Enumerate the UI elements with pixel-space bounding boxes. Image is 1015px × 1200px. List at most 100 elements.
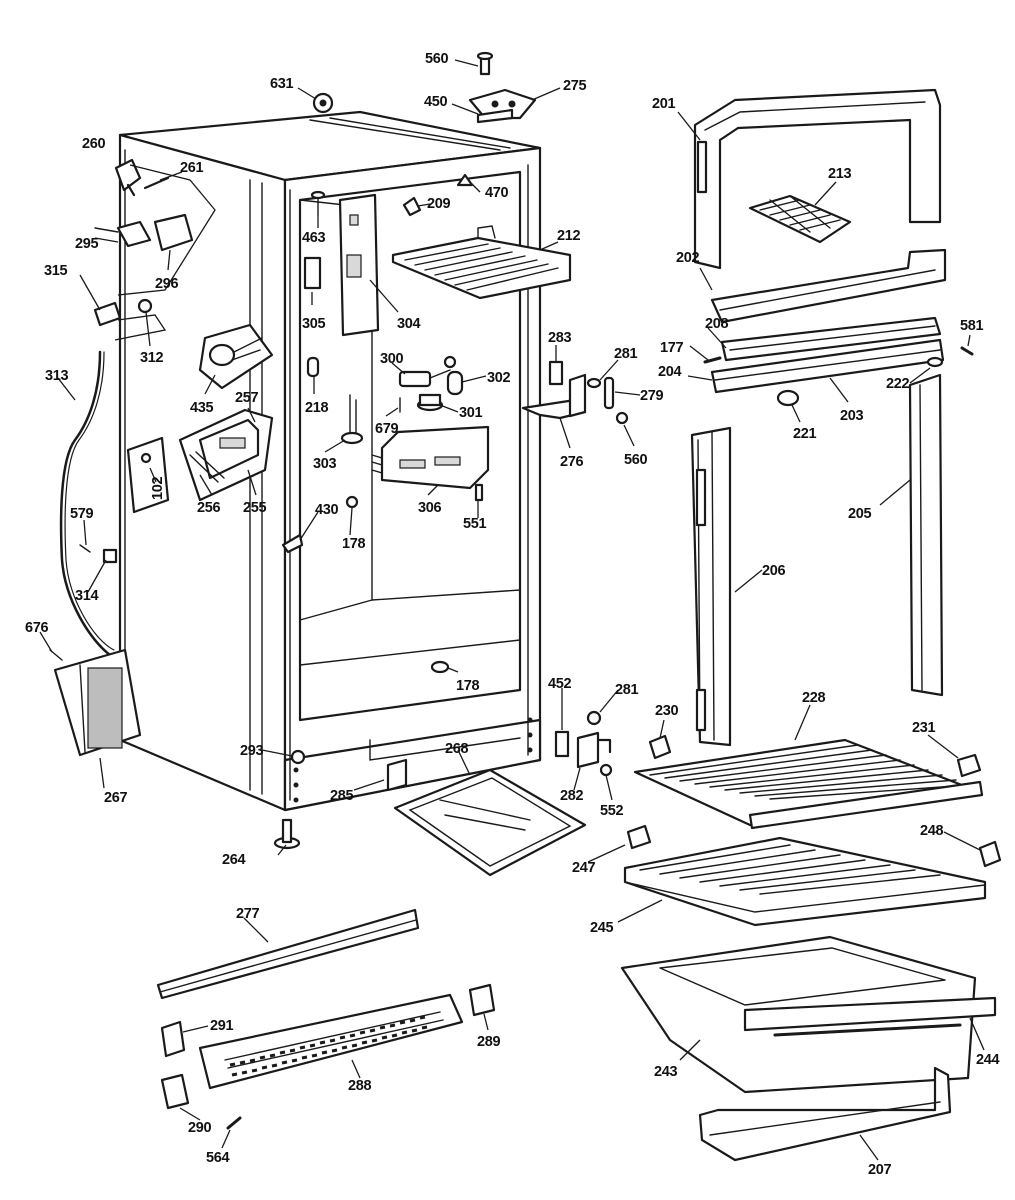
clip-291 — [160, 1020, 186, 1058]
wire-shelf — [633, 738, 984, 830]
label-564: 564 — [206, 1150, 230, 1166]
label-245: 245 — [590, 920, 614, 936]
label-551: 551 — [463, 516, 487, 532]
crisper-cover — [623, 836, 987, 927]
bracket-285 — [386, 758, 408, 792]
label-293: 293 — [240, 743, 264, 759]
washer-281b — [586, 710, 602, 726]
label-206: 206 — [762, 563, 786, 579]
shim-283 — [548, 360, 564, 386]
part-labels: 560 631 450 275 201 260 261 470 209 213 … — [25, 51, 1000, 1178]
label-256: 256 — [197, 500, 221, 516]
label-283: 283 — [548, 330, 572, 346]
washer-281a — [586, 377, 602, 389]
label-305: 305 — [302, 316, 326, 332]
label-450: 450 — [424, 94, 448, 110]
label-281b: 281 — [615, 682, 639, 698]
plug-631 — [312, 92, 334, 114]
cover-296 — [153, 213, 194, 252]
clip-289 — [468, 983, 496, 1017]
label-201: 201 — [652, 96, 676, 112]
screw-564 — [226, 1116, 242, 1130]
shim-452 — [554, 730, 570, 758]
label-581: 581 — [960, 318, 984, 334]
label-268: 268 — [445, 741, 469, 757]
label-243: 243 — [654, 1064, 678, 1080]
label-302: 302 — [487, 370, 511, 386]
screw-560a — [476, 51, 494, 76]
label-261: 261 — [180, 160, 204, 176]
grille-288 — [198, 993, 464, 1090]
shim-450 — [476, 108, 514, 124]
label-276: 276 — [560, 454, 584, 470]
label-314: 314 — [75, 588, 99, 604]
grille-slots — [229, 1015, 428, 1077]
crisper-drawer — [620, 935, 997, 1094]
door-shelf-202 — [710, 248, 947, 324]
leader-lines — [39, 59, 985, 1161]
knob — [416, 393, 444, 412]
label-177: 177 — [660, 340, 684, 356]
label-207: 207 — [868, 1162, 892, 1178]
hinge-282 — [576, 731, 612, 769]
label-291: 291 — [210, 1018, 234, 1034]
label-202: 202 — [676, 250, 700, 266]
clip-430 — [281, 533, 304, 554]
label-679: 679 — [375, 421, 399, 437]
control-plate — [338, 193, 380, 337]
label-303: 303 — [313, 456, 337, 472]
label-178b: 178 — [456, 678, 480, 694]
label-676: 676 — [25, 620, 49, 636]
label-282: 282 — [560, 788, 584, 804]
light-housing — [178, 408, 274, 502]
label-552: 552 — [600, 803, 624, 819]
label-247: 247 — [572, 860, 596, 876]
bracket-295 — [94, 220, 152, 248]
door-trim-208 — [720, 316, 942, 362]
control-housing — [371, 425, 490, 490]
label-257: 257 — [235, 390, 259, 406]
label-222: 222 — [886, 376, 910, 392]
label-313: 313 — [45, 368, 69, 384]
label-228: 228 — [802, 690, 826, 706]
thermostat — [398, 355, 457, 388]
hinge-pin-cap — [456, 173, 474, 187]
pin-279 — [603, 376, 615, 410]
sensor-tube — [340, 394, 364, 445]
plate-102 — [126, 436, 170, 514]
label-430: 430 — [315, 502, 339, 518]
label-213: 213 — [828, 166, 852, 182]
label-470: 470 — [485, 185, 509, 201]
label-218: 218 — [305, 400, 329, 416]
label-289: 289 — [477, 1034, 501, 1050]
label-300: 300 — [380, 351, 404, 367]
screw-551 — [474, 483, 484, 502]
shelf-support-247 — [626, 824, 652, 850]
rail-277 — [156, 908, 420, 1000]
clip-222 — [926, 356, 944, 368]
screw-463 — [310, 190, 326, 216]
label-102: 102 — [150, 476, 166, 500]
label-560a: 560 — [425, 51, 449, 67]
label-301: 301 — [459, 405, 483, 421]
shelf-support-230 — [648, 734, 672, 760]
drip-tray — [393, 768, 587, 877]
label-452: 452 — [548, 676, 572, 692]
label-435: 435 — [190, 400, 214, 416]
screw-581 — [960, 346, 974, 356]
hinge-276 — [521, 373, 587, 420]
label-277: 277 — [236, 906, 260, 922]
drain-tube — [59, 350, 115, 657]
label-304: 304 — [397, 316, 421, 332]
label-579: 579 — [70, 506, 94, 522]
retainer-221 — [776, 389, 800, 407]
shelf-support-248 — [978, 840, 1002, 868]
screw-177 — [703, 356, 722, 364]
label-315: 315 — [44, 263, 68, 279]
label-208: 208 — [705, 316, 729, 332]
insulation-267 — [53, 648, 142, 757]
leveling-leg — [273, 818, 301, 850]
clip-314 — [102, 548, 118, 564]
socket-218 — [306, 356, 320, 378]
